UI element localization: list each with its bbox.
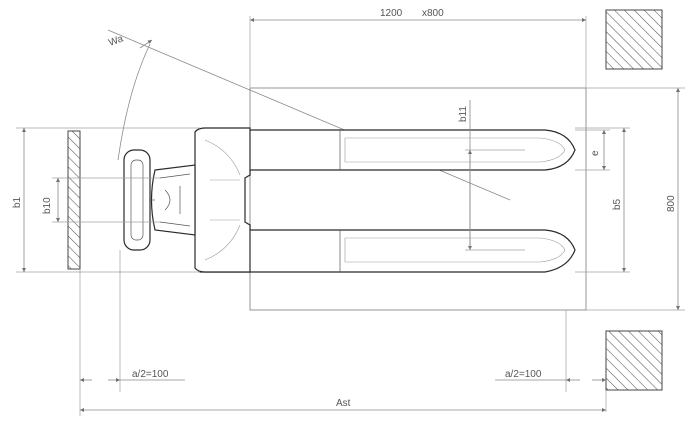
pallet-truck [123, 127, 576, 273]
fork-upper-detail [344, 137, 566, 163]
label-ast: Ast [336, 398, 351, 409]
label-800: 800 [666, 195, 677, 212]
pump-unit [150, 164, 196, 236]
wall-left-hatched [67, 130, 81, 270]
wa-turning-arc [117, 43, 151, 161]
obstacle-top-right-hatched [605, 9, 663, 70]
label-b11: b11 [458, 106, 469, 122]
fork-lower-detail [344, 237, 566, 263]
pallet-outline-1200 [249, 87, 587, 311]
wa-arc-arrow [139, 39, 153, 49]
label-x800: x800 [422, 8, 444, 19]
label-wa: Wa [107, 33, 125, 48]
chassis-detail [204, 139, 241, 261]
label-b5: b5 [612, 198, 623, 210]
wa-pointer-line [107, 29, 511, 201]
label-a-half-right: a/2=100 [505, 369, 542, 380]
tiller-grip [130, 159, 144, 241]
label-1200: 1200 [380, 8, 403, 19]
obstacle-bottom-right-hatched [605, 330, 663, 391]
label-b10: b10 [42, 197, 53, 214]
label-e: e [590, 150, 601, 156]
label-a-half-left: a/2=100 [132, 369, 169, 380]
pump-detail [159, 173, 191, 227]
fork-upper [199, 129, 576, 176]
truck-chassis [194, 127, 251, 273]
tiller-handle [123, 149, 151, 251]
label-b1: b1 [12, 196, 23, 208]
fork-lower [199, 224, 576, 273]
